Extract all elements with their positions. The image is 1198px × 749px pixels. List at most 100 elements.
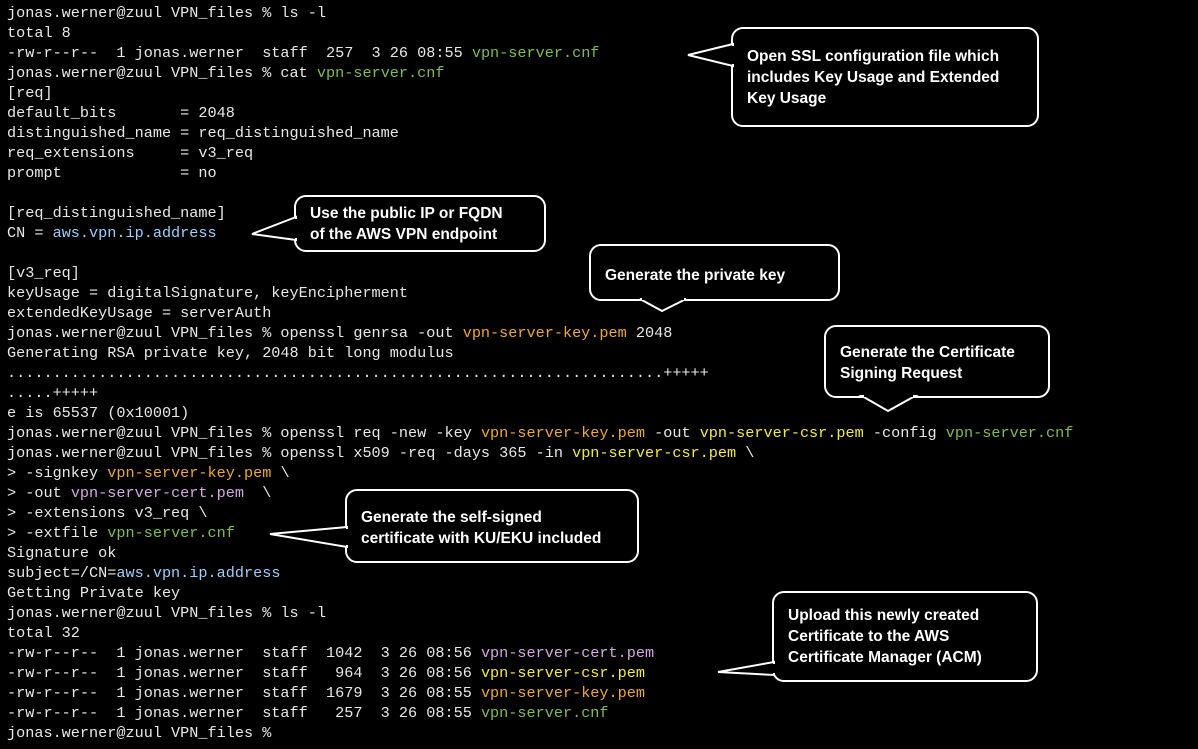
filename-highlight: vpn-server-cert.pem	[70, 484, 244, 502]
terminal-line: > -out vpn-server-cert.pem \	[7, 483, 1073, 503]
terminal-text: 2048	[626, 324, 673, 342]
terminal-line: -rw-r--r-- 1 jonas.werner staff 257 3 26…	[7, 43, 1073, 63]
terminal-text: distinguished_name = req_distinguished_n…	[7, 124, 399, 142]
terminal-text: > -signkey	[7, 464, 108, 482]
terminal-text: [req]	[7, 84, 53, 102]
terminal-line: default_bits = 2048	[7, 103, 1073, 123]
terminal-text: -out	[645, 424, 700, 442]
callout-private-key-text: Generate the private key	[605, 267, 786, 284]
terminal-line: distinguished_name = req_distinguished_n…	[7, 123, 1073, 143]
terminal-text: -config	[863, 424, 946, 442]
terminal-line: [req]	[7, 83, 1073, 103]
terminal-line: > -signkey vpn-server-key.pem \	[7, 463, 1073, 483]
terminal-text: -rw-r--r-- 1 jonas.werner staff 257 3 26…	[7, 704, 481, 722]
filename-highlight: vpn-server.cnf	[471, 44, 600, 62]
terminal-line: -rw-r--r-- 1 jonas.werner staff 964 3 26…	[7, 663, 1073, 683]
terminal-line: jonas.werner@zuul VPN_files % ls -l	[7, 603, 1073, 623]
terminal-text: jonas.werner@zuul VPN_files %	[7, 724, 281, 742]
callout-private-key: Generate the private key	[589, 244, 840, 301]
terminal-text: e is 65537 (0x10001)	[7, 404, 190, 422]
terminal-text: [req_distinguished_name]	[7, 204, 226, 222]
terminal-text: -rw-r--r-- 1 jonas.werner staff 1042 3 2…	[7, 644, 481, 662]
terminal-line: ........................................…	[7, 363, 1073, 383]
terminal-line: e is 65537 (0x10001)	[7, 403, 1073, 423]
terminal-text: Signature ok	[7, 544, 117, 562]
terminal-text: req_extensions = v3_req	[7, 144, 254, 162]
filename-highlight: vpn-server-key.pem	[462, 324, 627, 342]
terminal-line: -rw-r--r-- 1 jonas.werner staff 257 3 26…	[7, 703, 1073, 723]
terminal-text: .....+++++	[7, 384, 99, 402]
callout-csr: Generate the Certificate Signing Request	[824, 325, 1050, 398]
terminal-line: jonas.werner@zuul VPN_files % openssl ge…	[7, 323, 1073, 343]
terminal-text: [v3_req]	[7, 264, 80, 282]
terminal-line: subject=/CN=aws.vpn.ip.address	[7, 563, 1073, 583]
terminal-text: > -extfile	[7, 524, 108, 542]
terminal-line: Signature ok	[7, 543, 1073, 563]
filename-highlight: vpn-server-key.pem	[480, 684, 645, 702]
terminal-text: -rw-r--r-- 1 jonas.werner staff 964 3 26…	[7, 664, 481, 682]
terminal-line: CN = aws.vpn.ip.address	[7, 223, 1073, 243]
terminal-text: subject=/CN=	[7, 564, 117, 582]
terminal-text: extendedKeyUsage = serverAuth	[7, 304, 272, 322]
terminal-line: .....+++++	[7, 383, 1073, 403]
terminal-line: jonas.werner@zuul VPN_files % openssl x5…	[7, 443, 1073, 463]
terminal-line: > -extensions v3_req \	[7, 503, 1073, 523]
terminal-text: prompt = no	[7, 164, 217, 182]
filename-highlight: vpn-server-key.pem	[107, 464, 272, 482]
terminal-text: Getting Private key	[7, 584, 181, 602]
filename-highlight: aws.vpn.ip.address	[52, 224, 217, 242]
callout-self-signed-text: Generate the self-signed certificate wit…	[361, 509, 602, 547]
terminal-line: Getting Private key	[7, 583, 1073, 603]
filename-highlight: vpn-server.cnf	[316, 64, 445, 82]
terminal-text: \	[736, 444, 755, 462]
terminal-text: keyUsage = digitalSignature, keyEncipher…	[7, 284, 409, 302]
filename-highlight: vpn-server.cnf	[107, 524, 235, 542]
terminal-line: extendedKeyUsage = serverAuth	[7, 303, 1073, 323]
callout-csr-text: Generate the Certificate Signing Request	[840, 344, 1015, 382]
terminal-text: -rw-r--r-- 1 jonas.werner staff 257 3 26…	[7, 44, 472, 62]
terminal-text: total 8	[7, 24, 71, 42]
terminal-line: req_extensions = v3_req	[7, 143, 1073, 163]
callout-public-ip: Use the public IP or FQDN of the AWS VPN…	[294, 195, 546, 252]
terminal-text: ........................................…	[7, 364, 709, 382]
terminal-text: jonas.werner@zuul VPN_files % openssl re…	[7, 424, 481, 442]
filename-highlight: vpn-server-csr.pem	[699, 424, 864, 442]
terminal-text: default_bits = 2048	[7, 104, 235, 122]
terminal-text: \	[243, 484, 272, 502]
terminal-text: jonas.werner@zuul VPN_files % ls -l	[7, 604, 326, 622]
terminal-text: > -out	[7, 484, 71, 502]
terminal-line: -rw-r--r-- 1 jonas.werner staff 1679 3 2…	[7, 683, 1073, 703]
terminal-line: Generating RSA private key, 2048 bit lon…	[7, 343, 1073, 363]
terminal-text: jonas.werner@zuul VPN_files % openssl ge…	[7, 324, 463, 342]
terminal-line: jonas.werner@zuul VPN_files %	[7, 723, 1073, 743]
terminal-line: -rw-r--r-- 1 jonas.werner staff 1042 3 2…	[7, 643, 1073, 663]
callout-upload-text: Upload this newly created Certificate to…	[788, 607, 982, 666]
filename-highlight: vpn-server.cnf	[480, 704, 609, 722]
filename-highlight: vpn-server-csr.pem	[572, 444, 737, 462]
filename-highlight: vpn-server.cnf	[945, 424, 1074, 442]
filename-highlight: vpn-server-cert.pem	[480, 644, 655, 662]
terminal-line: prompt = no	[7, 163, 1073, 183]
callout-public-ip-text: Use the public IP or FQDN of the AWS VPN…	[310, 205, 503, 243]
filename-highlight: vpn-server-key.pem	[480, 424, 645, 442]
terminal-line: jonas.werner@zuul VPN_files % ls -l	[7, 3, 1073, 23]
terminal-line: > -extfile vpn-server.cnf	[7, 523, 1073, 543]
filename-highlight: vpn-server-csr.pem	[480, 664, 645, 682]
callout-config-file-text: Open SSL configuration file which includ…	[747, 48, 1000, 107]
filename-highlight: aws.vpn.ip.address	[116, 564, 281, 582]
terminal-text: jonas.werner@zuul VPN_files % cat	[7, 64, 317, 82]
terminal-line: jonas.werner@zuul VPN_files % cat vpn-se…	[7, 63, 1073, 83]
terminal-text: > -extensions v3_req \	[7, 504, 208, 522]
terminal-text: jonas.werner@zuul VPN_files % openssl x5…	[7, 444, 573, 462]
terminal-text: \	[271, 464, 290, 482]
terminal-line: total 8	[7, 23, 1073, 43]
terminal-line: keyUsage = digitalSignature, keyEncipher…	[7, 283, 1073, 303]
terminal-text: total 32	[7, 624, 80, 642]
terminal-line: [req_distinguished_name]	[7, 203, 1073, 223]
terminal-line: jonas.werner@zuul VPN_files % openssl re…	[7, 423, 1073, 443]
callout-upload: Upload this newly created Certificate to…	[772, 591, 1038, 682]
terminal-text: CN =	[7, 224, 53, 242]
callout-self-signed: Generate the self-signed certificate wit…	[345, 489, 639, 563]
terminal-line: total 32	[7, 623, 1073, 643]
